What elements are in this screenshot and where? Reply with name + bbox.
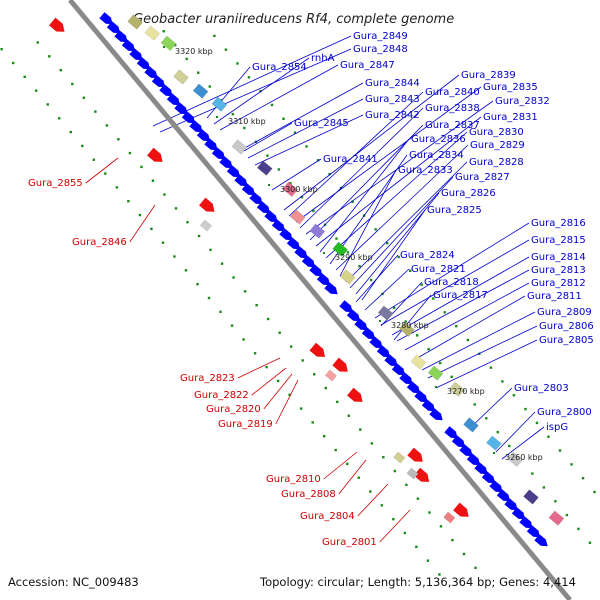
reverse-gene-label: Gura_2804 (300, 511, 355, 522)
kbp-tick-label: 3290 kbp (335, 253, 373, 262)
forward-gene-label: Gura_2834 (409, 150, 464, 161)
forward-gene-label: Gura_2817 (433, 290, 488, 301)
forward-gene-label: Gura_2831 (483, 112, 538, 123)
forward-gene-label: Gura_2814 (531, 252, 586, 263)
kbp-tick-label: 3260 kbp (505, 453, 543, 462)
forward-gene-label: Gura_2829 (470, 140, 525, 151)
forward-gene-label: Gura_2824 (400, 250, 455, 261)
forward-gene-label: Gura_2842 (365, 110, 420, 121)
forward-gene-label: Gura_2854 (252, 62, 307, 73)
topology-summary: Topology: circular; Length: 5,136,364 bp… (259, 575, 576, 589)
gene-features (49, 12, 565, 547)
forward-gene-label: Gura_2815 (531, 235, 586, 246)
reverse-gene-label: Gura_2820 (206, 404, 261, 415)
reverse-gene-label: Gura_2819 (218, 419, 273, 430)
kbp-tick-label: 3270 kbp (447, 387, 485, 396)
forward-gene-label: Gura_2845 (294, 118, 349, 129)
forward-gene-label: Gura_2835 (483, 82, 538, 93)
forward-gene-label: Gura_2812 (531, 278, 586, 289)
forward-gene-label: Gura_2838 (425, 103, 480, 114)
forward-gene-label: Gura_2833 (398, 165, 453, 176)
reverse-gene-label: Gura_2855 (28, 178, 83, 189)
reverse-gene-label: Gura_2810 (266, 474, 321, 485)
forward-gene-label: Gura_2841 (323, 154, 378, 165)
forward-gene-label: Gura_2806 (539, 321, 594, 332)
forward-gene-label: Gura_2837 (425, 120, 480, 131)
kbp-tick-label: 3280 kbp (391, 321, 429, 330)
forward-gene-label: Gura_2816 (531, 218, 586, 229)
kbp-tick-label: 3320 kbp (175, 47, 213, 56)
forward-gene-label: Gura_2843 (365, 94, 420, 105)
genome-backbone (68, 0, 572, 600)
forward-gene-label: Gura_2805 (539, 335, 594, 346)
forward-gene-label: Gura_2830 (469, 127, 524, 138)
map-title: Geobacter uraniireducens Rf4, complete g… (133, 12, 454, 27)
forward-gene-label: Gura_2826 (441, 188, 496, 199)
forward-gene-label: Gura_2849 (353, 31, 408, 42)
grid-dots (0, 30, 596, 576)
forward-gene-label: Gura_2847 (340, 60, 395, 71)
forward-gene-label: Gura_2825 (427, 205, 482, 216)
accession-text: Accession: NC_009483 (8, 575, 139, 589)
forward-gene-label: Gura_2844 (365, 78, 420, 89)
forward-gene-label: Gura_2848 (353, 44, 408, 55)
forward-gene-label: ispG (546, 422, 568, 433)
forward-gene-label: Gura_2800 (537, 407, 592, 418)
forward-gene-label: Gura_2832 (495, 96, 550, 107)
forward-gene-label: Gura_2818 (424, 277, 479, 288)
kbp-tick-label: 3300 kbp (280, 185, 318, 194)
reverse-gene-label: Gura_2801 (322, 537, 377, 548)
forward-gene-label: Gura_2827 (455, 172, 510, 183)
reverse-gene-label: Gura_2822 (194, 390, 249, 401)
forward-gene-label: Gura_2839 (461, 70, 516, 81)
forward-gene-label: Gura_2821 (411, 264, 466, 275)
forward-gene-label: Gura_2840 (425, 87, 480, 98)
leader-lines (85, 35, 545, 543)
kbp-tick-label: 3310 kbp (228, 117, 266, 126)
forward-gene-label: Gura_2828 (469, 157, 524, 168)
reverse-gene-label: Gura_2846 (72, 237, 127, 248)
forward-gene-label: Gura_2803 (514, 383, 569, 394)
reverse-gene-label: Gura_2808 (281, 489, 336, 500)
forward-gene-label: Gura_2836 (411, 134, 466, 145)
forward-gene-label: Gura_2811 (527, 291, 582, 302)
reverse-gene-label: Gura_2823 (180, 373, 235, 384)
forward-gene-label: rnhA (311, 53, 335, 64)
kbp-ticks: 3320 kbp 3310 kbp 3300 kbp 3290 kbp 3280 kbp… (163, 46, 543, 462)
forward-gene-label: Gura_2813 (531, 265, 586, 276)
forward-gene-label: Gura_2809 (537, 307, 592, 318)
